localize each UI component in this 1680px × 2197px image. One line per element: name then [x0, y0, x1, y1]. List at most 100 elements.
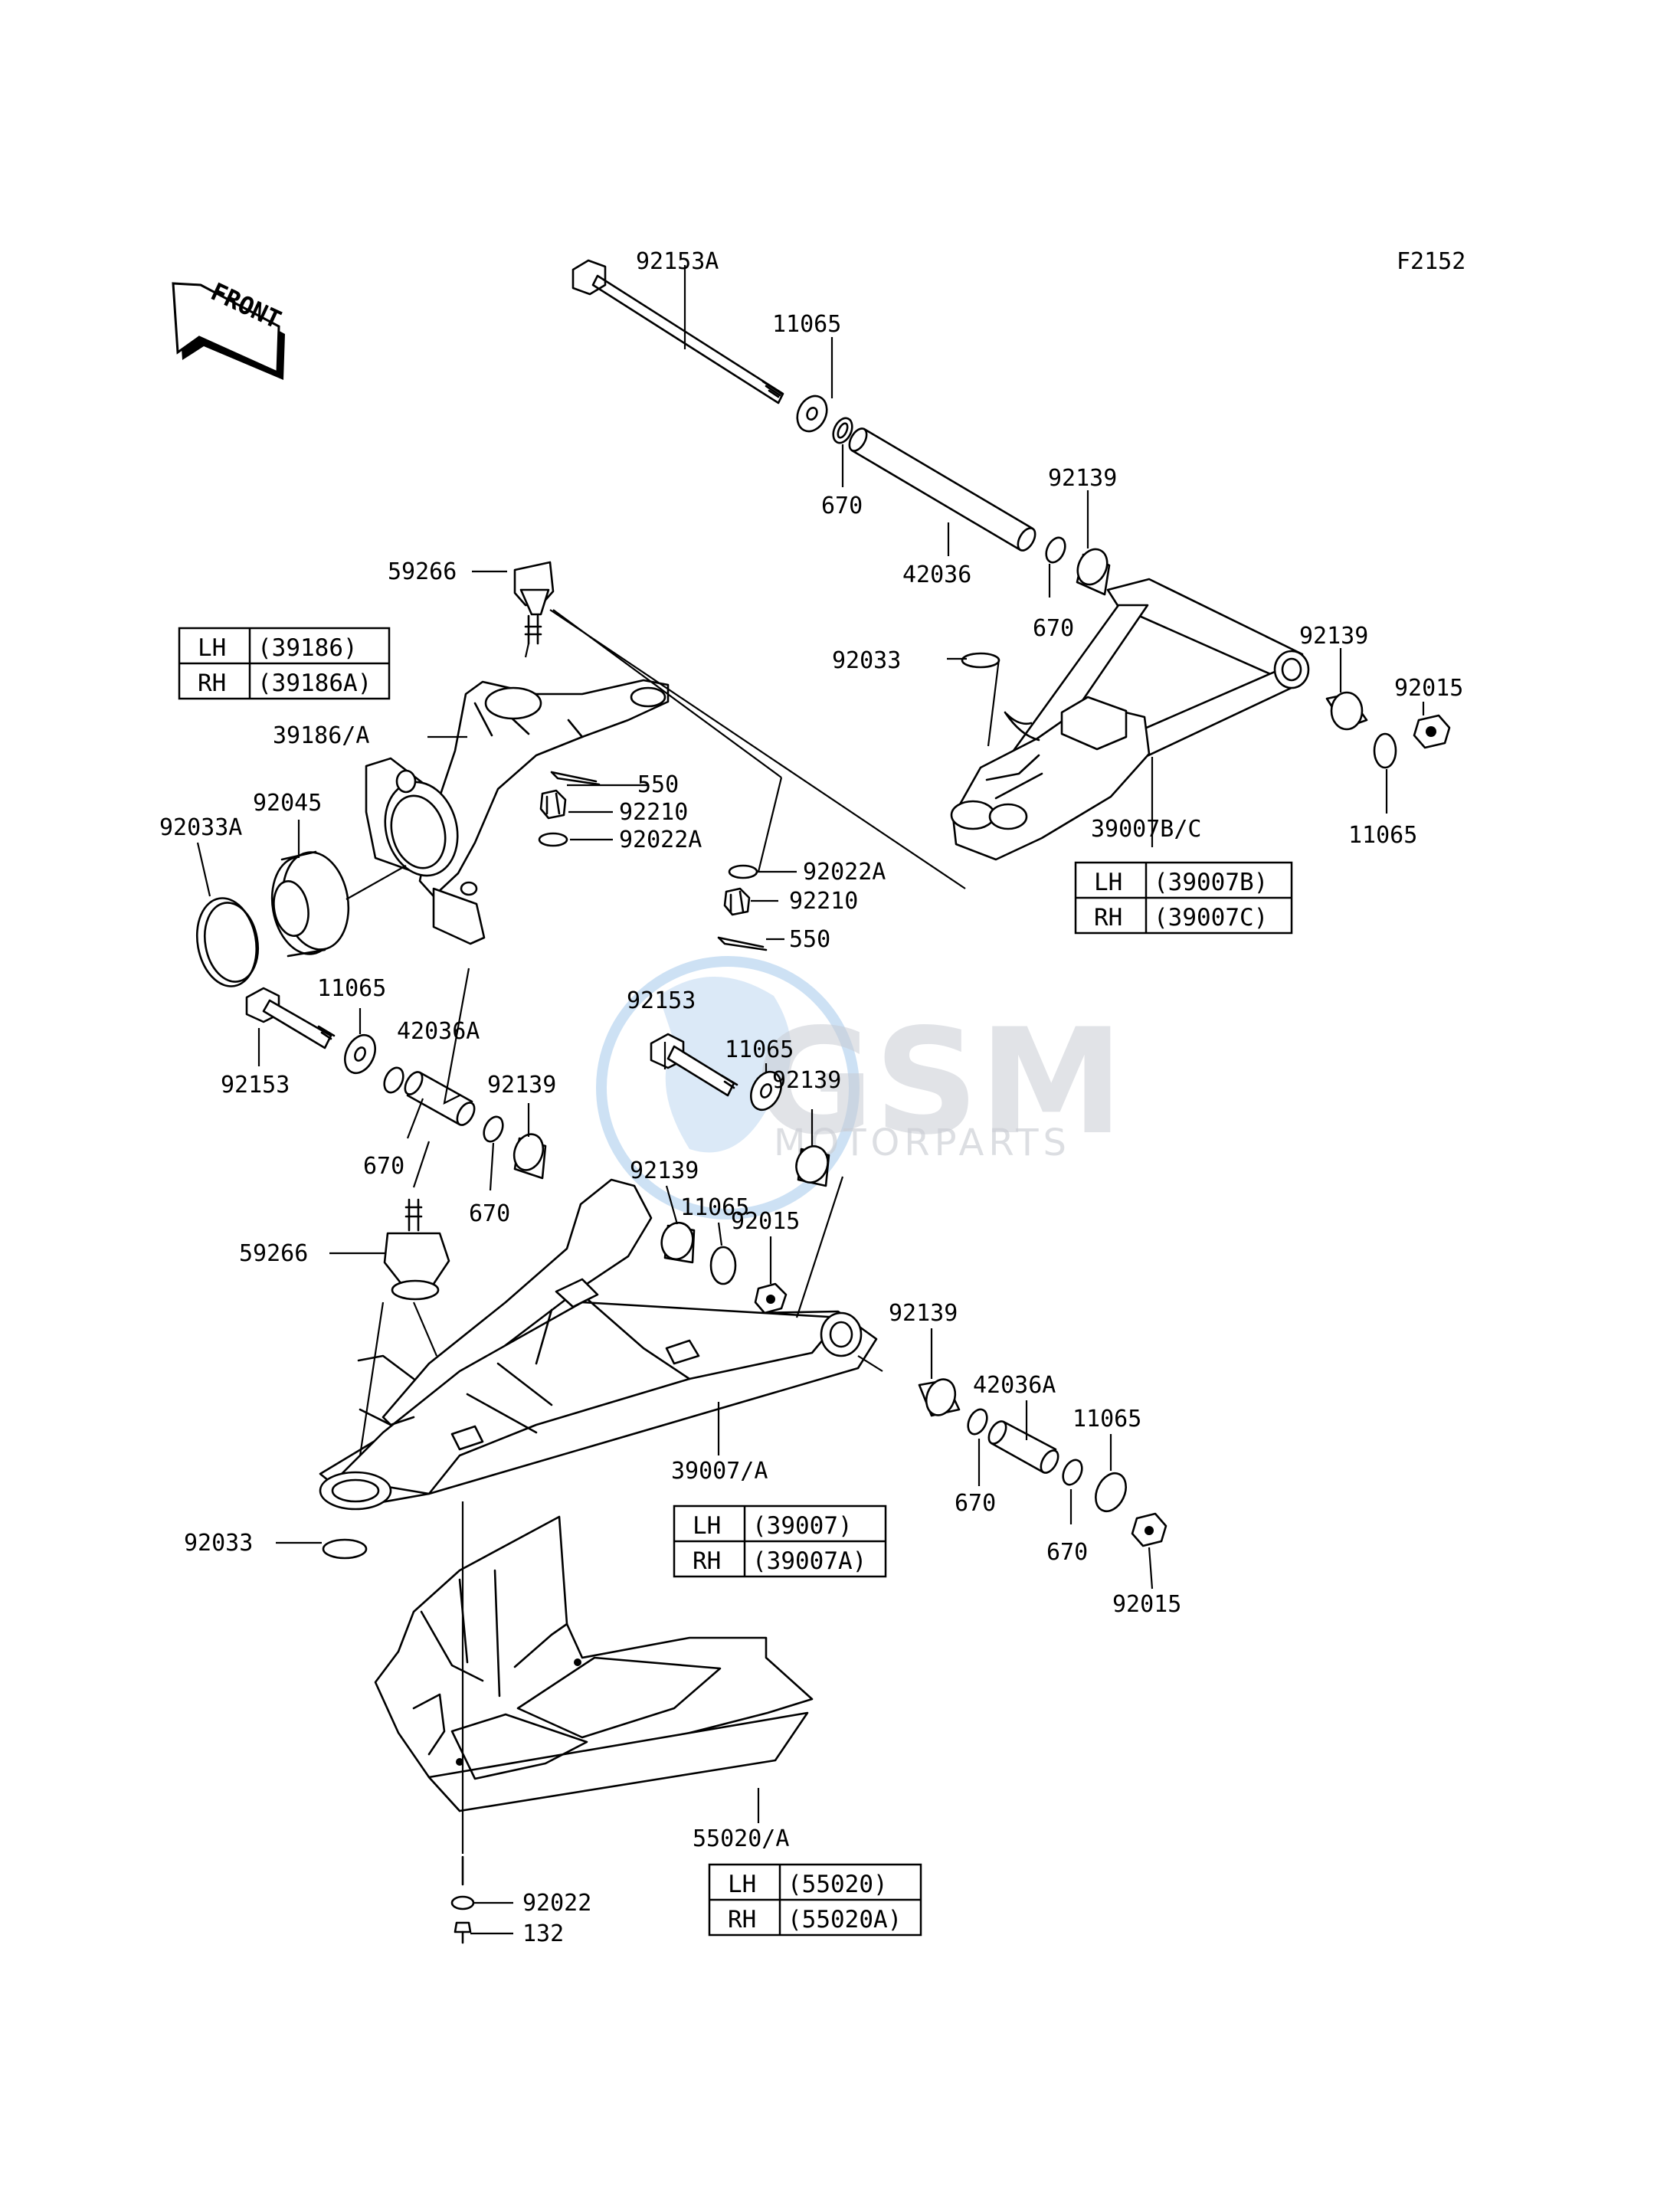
table-upper-arm-lh: LH — [1094, 869, 1122, 896]
table-lower-arm-lh: LH — [693, 1512, 721, 1540]
table-lower-arm: LH (39007) RH (39007A) — [673, 1505, 887, 1578]
table-lower-arm-rh: RH — [693, 1547, 721, 1575]
bolt-92153-center — [650, 1033, 738, 1097]
label-670-lower-left: 670 — [363, 1153, 404, 1180]
label-11065-right: 11065 — [1348, 822, 1417, 849]
label-670-upper-2: 670 — [1033, 615, 1074, 642]
label-39007BC: 39007B/C — [1091, 816, 1202, 843]
label-55020A: 55020/A — [693, 1825, 789, 1852]
oring-670-lower-right-2 — [1062, 1459, 1083, 1486]
label-11065-mid: 11065 — [680, 1194, 749, 1221]
bushing-92139-right — [1325, 691, 1368, 731]
bolt-92153A — [571, 259, 784, 404]
washer-11065-right — [1373, 732, 1397, 769]
label-92139-right: 92139 — [1299, 623, 1368, 650]
oring-670-upper-2 — [1045, 536, 1066, 564]
upper-arm-39007BC — [950, 578, 1310, 861]
label-42036: 42036 — [902, 562, 971, 588]
label-59266-lower: 59266 — [239, 1240, 308, 1267]
label-132: 132 — [522, 1920, 564, 1947]
castle-nut-92210-left — [539, 789, 567, 820]
label-92153A: 92153A — [636, 248, 719, 275]
table-knuckle-rh-part: (39186A) — [257, 670, 372, 697]
knuckle-39186A — [365, 679, 670, 945]
table-knuckle-lh-part: (39186) — [257, 634, 358, 662]
nut-92015-lower-right — [1131, 1512, 1167, 1547]
label-59266-upper: 59266 — [388, 558, 457, 585]
collar-42036A-left — [404, 1071, 476, 1126]
label-92022A-right: 92022A — [803, 859, 886, 886]
table-knuckle-lh: LH — [198, 634, 226, 662]
ball-joint-59266-upper — [513, 561, 555, 645]
table-upper-arm-rh: RH — [1094, 904, 1122, 932]
cotter-pin-550-left — [550, 771, 601, 786]
label-670-lower-right: 670 — [955, 1490, 996, 1517]
label-39186A: 39186/A — [273, 722, 369, 749]
label-92210-left: 92210 — [619, 799, 688, 826]
label-92033-lower: 92033 — [184, 1530, 253, 1557]
table-upper-arm-lh-part: (39007B) — [1154, 869, 1268, 896]
label-92153-left: 92153 — [221, 1072, 290, 1098]
nut-92015-right — [1413, 714, 1451, 749]
oring-670-lower-left — [383, 1066, 404, 1094]
collar-42036A-right — [987, 1420, 1059, 1474]
oring-670-lower-right — [967, 1408, 988, 1436]
bushing-92139-mid — [660, 1221, 696, 1264]
label-92033A: 92033A — [159, 814, 242, 841]
label-92015-lower-right: 92015 — [1112, 1591, 1181, 1618]
washer-92022A-left — [538, 832, 568, 847]
washer-92022A-right — [728, 864, 758, 879]
table-knuckle-rh: RH — [198, 670, 226, 697]
front-arrow-icon: FRONT — [172, 277, 286, 380]
knuckle-assembly — [195, 561, 768, 987]
snap-ring-92033A — [195, 897, 259, 987]
label-39007A: 39007/A — [671, 1458, 768, 1485]
oring-670-lower-2 — [483, 1115, 504, 1143]
label-11065-lower-left: 11065 — [317, 975, 386, 1002]
lower-arm-39007A — [319, 1178, 878, 1511]
washer-92022 — [450, 1895, 475, 1911]
upper-arm-assembly — [571, 259, 1451, 861]
label-670-upper: 670 — [821, 493, 863, 519]
label-550-left: 550 — [637, 771, 679, 798]
figure-code: F2152 — [1397, 248, 1465, 275]
table-skid-plate-rh: RH — [728, 1906, 756, 1933]
leader-lines — [196, 265, 1425, 1935]
label-92153-center: 92153 — [627, 987, 696, 1014]
bearing-92045 — [270, 850, 350, 958]
label-92210-right: 92210 — [789, 888, 858, 915]
circlip-92033-lower — [322, 1538, 368, 1560]
label-42036A-right: 42036A — [973, 1372, 1056, 1399]
label-42036A-left: 42036A — [397, 1018, 480, 1045]
bolt-132 — [454, 1855, 472, 1944]
bushing-92139-lower-right — [918, 1378, 961, 1417]
circlip-92033-upper — [961, 652, 1000, 669]
table-upper-arm: LH (39007B) RH (39007C) — [1074, 861, 1293, 935]
label-92015-mid: 92015 — [731, 1208, 800, 1235]
collar-42036 — [848, 427, 1036, 552]
label-92139-upper: 92139 — [1048, 465, 1117, 492]
table-knuckle: LH (39186) RH (39186A) — [178, 627, 391, 700]
label-92045: 92045 — [253, 790, 322, 817]
label-92015-right: 92015 — [1394, 675, 1463, 702]
nut-92015-mid — [754, 1282, 788, 1315]
part-labels: 92153A 11065 670 42036 92139 670 92033 9… — [159, 248, 1463, 1947]
table-skid-plate-lh-part: (55020) — [788, 1871, 888, 1898]
watermark: GSM MOTORPARTS — [596, 956, 1124, 1220]
label-11065-upper: 11065 — [772, 311, 841, 338]
table-skid-plate: LH (55020) RH (55020A) — [708, 1863, 922, 1937]
ball-joint-59266-lower — [383, 1198, 450, 1301]
label-11065-center: 11065 — [725, 1036, 794, 1063]
label-670-lower-2: 670 — [469, 1200, 510, 1227]
bushing-92139-center — [795, 1145, 830, 1187]
washer-11065-mid — [709, 1246, 737, 1285]
label-92139-lower-left: 92139 — [487, 1072, 556, 1098]
bolt-92153-left — [245, 987, 336, 1049]
label-92139-center: 92139 — [772, 1067, 841, 1094]
label-92139-lower-right: 92139 — [889, 1300, 958, 1327]
label-92033-upper: 92033 — [832, 647, 901, 674]
table-skid-plate-lh: LH — [728, 1871, 756, 1898]
label-92139-mid: 92139 — [630, 1157, 699, 1184]
label-92022A-left: 92022A — [619, 827, 702, 853]
